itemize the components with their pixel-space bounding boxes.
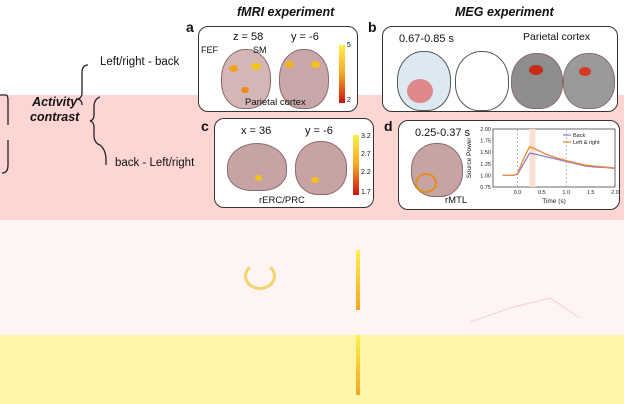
contrast-top-label: Left/right - back [100, 56, 180, 68]
activation-spot [255, 175, 262, 181]
cortex-surface-1 [511, 53, 563, 109]
fef-label: FEF [201, 45, 218, 55]
y-axis-label: Source Power [466, 137, 473, 179]
panel-b-time: 0.67-0.85 s [399, 33, 455, 45]
cbar-c-min: 1.7 [361, 189, 371, 196]
cortex-hotspot [579, 67, 591, 76]
contrast-bottom-label: back - Left/right [115, 157, 195, 169]
sagittal-brain [227, 143, 287, 191]
y-label-c: y = -6 [305, 125, 333, 137]
contrast-title: Activity contrast [30, 95, 79, 125]
y-tick-label: 1.75 [480, 139, 491, 145]
series-line-1 [502, 145, 616, 177]
rerc-label: rERC/PRC [259, 195, 305, 206]
yellow-band [0, 335, 624, 404]
activation-spot [229, 65, 238, 72]
cortex-surface-2 [563, 53, 615, 109]
source-power-chart: 2.00 1.75 1.50 1.25 1.00 0.75 0.0 0.5 1.0 1.5 2.0T… [466, 127, 619, 205]
cbar-c-mid2: 2.2 [361, 169, 371, 176]
x-tick-label: 2.0 [611, 190, 619, 196]
topo-hotspot [407, 79, 433, 103]
panel-b: 0.67-0.85 s Parietal cortex [382, 26, 618, 112]
x-tick-label: 1.5 [587, 190, 595, 196]
activation-spot [285, 61, 294, 68]
coronal-brain [279, 49, 329, 109]
cbar-min: 2 [347, 97, 351, 104]
y-tick-label: 2.00 [480, 127, 491, 133]
x-tick-label: 0.0 [514, 190, 522, 196]
x-tick-label: 0.5 [538, 190, 546, 196]
x-tick-label: 1.0 [562, 190, 570, 196]
line-remnant [470, 297, 581, 323]
colorbar [339, 45, 345, 103]
panel-b-letter: b [368, 19, 377, 35]
meg-header: MEG experiment [455, 5, 554, 19]
panel-b-region: Parietal cortex [523, 31, 591, 43]
y-tick-label: 1.50 [480, 150, 491, 156]
series-line-0 [502, 152, 616, 177]
y-tick-label: 1.25 [480, 162, 491, 168]
legend-entry: Back [573, 133, 585, 139]
axial-brain [221, 49, 271, 109]
rmtl-circle [415, 173, 437, 193]
head-topomap-2 [455, 51, 509, 111]
face-blob [244, 262, 276, 290]
cortex-hotspot [529, 65, 543, 75]
activation-spot [251, 63, 261, 70]
parietal-label: Parietal cortex [245, 97, 306, 108]
panel-c-letter: c [201, 118, 209, 134]
light-pink-band [0, 220, 624, 335]
plot-frame [492, 128, 616, 188]
cbar-c-mid1: 2.7 [361, 151, 371, 158]
contrast-title-line1: Activity [32, 95, 78, 109]
panel-d: 0.25-0.37 s rMTL 2.00 1.75 1.50 1.25 1.00 0.7… [398, 120, 620, 210]
cbar-max: 5 [347, 42, 351, 49]
cbar-c-max: 3.2 [361, 133, 371, 140]
z-label: z = 58 [233, 31, 264, 43]
highlight-window [529, 129, 536, 187]
y-tick-label: 1.00 [480, 173, 491, 179]
activation-spot [241, 87, 249, 93]
panel-d-time: 0.25-0.37 s [415, 127, 471, 139]
fmri-header: fMRI experiment [237, 5, 335, 19]
panel-a-letter: a [186, 19, 194, 35]
activation-spot [311, 177, 319, 183]
activation-spot [311, 61, 320, 68]
legend-entry: Left & right [573, 140, 600, 146]
colorbar-remnant [356, 335, 360, 395]
panel-d-letter: d [384, 118, 393, 134]
contrast-title-line2: contrast [30, 110, 80, 124]
colorbar-remnant [356, 250, 360, 310]
panel-a: z = 58 y = -6 FEF SM Parietal cortex 5 2 [198, 26, 358, 112]
x-label: x = 36 [241, 125, 272, 137]
y-tick-label: 0.75 [480, 185, 491, 191]
contrast-braces [0, 64, 107, 174]
colorbar-c [353, 135, 359, 195]
coronal-brain-c [295, 141, 347, 195]
sm-label: SM [253, 45, 267, 55]
x-axis-label: Time (s) [542, 198, 566, 205]
y-label: y = -6 [291, 31, 319, 43]
rmtl-label: rMTL [445, 195, 468, 206]
panel-c: x = 36 y = -6 rERC/PRC 3.2 2.7 2.2 1.7 [214, 118, 374, 208]
